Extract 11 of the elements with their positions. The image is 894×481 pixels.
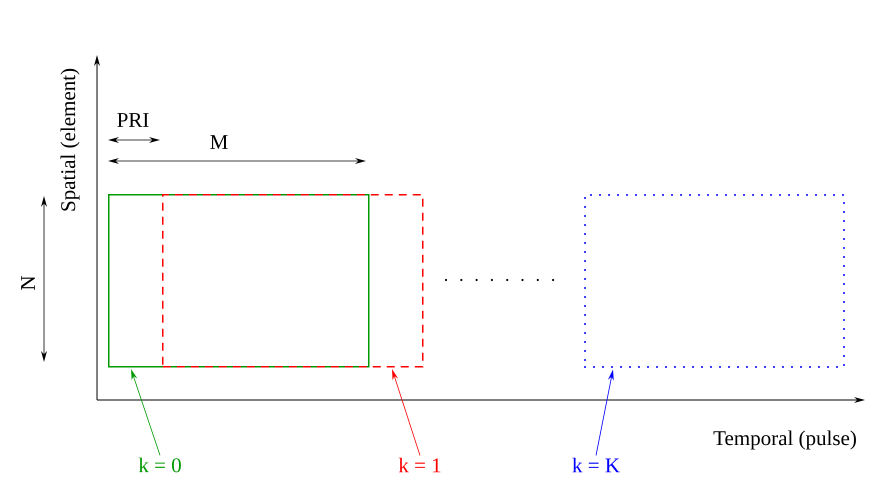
- dimension-label: PRI: [117, 113, 149, 127]
- frame-box: [584, 194, 845, 368]
- frame-label: k = 1: [398, 458, 440, 472]
- frame-box: [108, 194, 370, 368]
- frame-label: k = 0: [138, 458, 181, 472]
- frame-label: k = K: [572, 458, 620, 472]
- dimension-label: M: [210, 135, 228, 149]
- dimension-label: N: [21, 276, 35, 290]
- axis-label: Temporal (pulse): [714, 430, 856, 450]
- frame-box: [162, 194, 424, 368]
- axis-label: Spatial (element): [60, 68, 80, 211]
